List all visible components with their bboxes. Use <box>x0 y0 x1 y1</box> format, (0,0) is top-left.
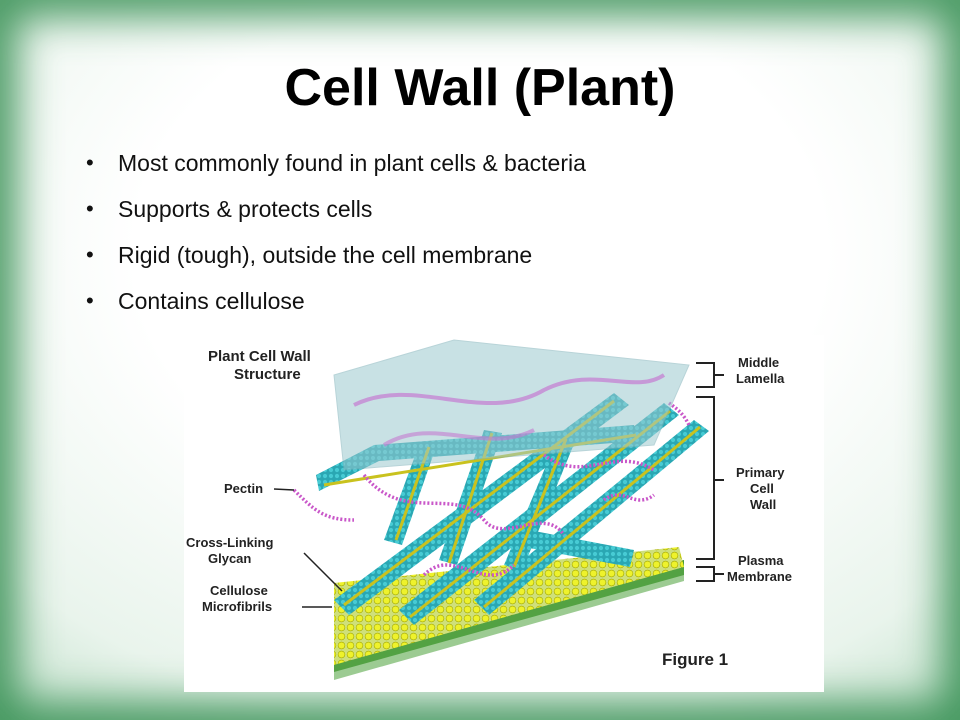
label-glycan-1: Cross-Linking <box>186 535 273 550</box>
label-primary-wall-2: Cell <box>750 481 774 496</box>
figure-caption: Figure 1 <box>662 650 728 669</box>
label-plasma-1: Plasma <box>738 553 784 568</box>
right-labels: Middle Lamella Primary Cell Wall Plasma … <box>727 355 792 584</box>
cell-wall-diagram: Plant Cell Wall Structure Pectin Cross-L… <box>186 339 792 680</box>
slide-title: Cell Wall (Plant) <box>284 59 676 117</box>
bullet-list: Most commonly found in plant cells & bac… <box>82 140 586 324</box>
right-brackets <box>696 362 724 582</box>
label-primary-wall-1: Primary <box>736 465 785 480</box>
figure-heading-2: Structure <box>234 366 301 383</box>
left-labels: Pectin Cross-Linking Glycan Cellulose Mi… <box>186 481 343 614</box>
pectin-strands <box>292 401 691 577</box>
label-glycan-2: Glycan <box>208 551 251 566</box>
middle-lamella <box>333 339 690 471</box>
label-plasma-2: Membrane <box>727 569 792 584</box>
label-middle-lamella-2: Lamella <box>736 371 785 386</box>
cell-wall-figure: Plant Cell Wall Structure Pectin Cross-L… <box>184 335 824 692</box>
figure-heading-1: Plant Cell Wall <box>208 348 311 365</box>
bullet-item: Contains cellulose <box>82 278 586 324</box>
label-cellulose-1: Cellulose <box>210 583 268 598</box>
label-primary-wall-3: Wall <box>750 497 776 512</box>
label-cellulose-2: Microfibrils <box>202 599 272 614</box>
label-middle-lamella-1: Middle <box>738 355 779 370</box>
plasma-membrane <box>334 547 684 680</box>
bullet-item: Supports & protects cells <box>82 186 586 232</box>
bullet-item: Most commonly found in plant cells & bac… <box>82 140 586 186</box>
label-pectin: Pectin <box>224 481 263 496</box>
bullet-item: Rigid (tough), outside the cell membrane <box>82 232 586 278</box>
